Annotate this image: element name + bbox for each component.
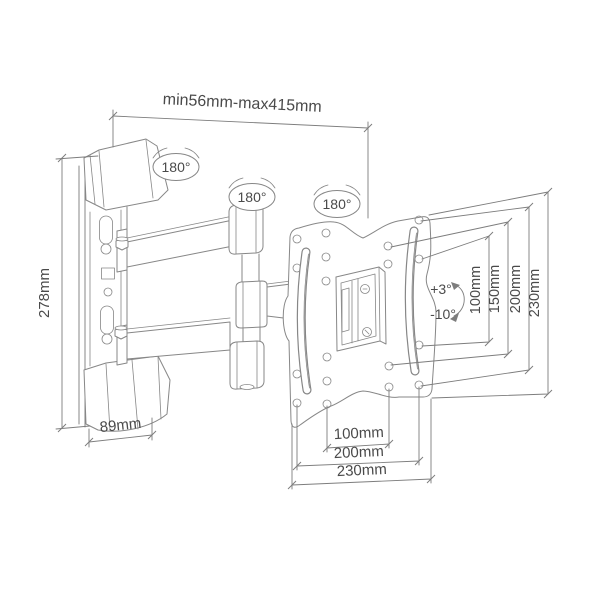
dimension-wall-plate-width: 89mm bbox=[84, 415, 157, 448]
arm-elbow-block bbox=[235, 280, 268, 329]
dimension-vesa-horizontal: 100mm 200mm 230mm bbox=[287, 386, 436, 490]
rotation-label-2: 180° bbox=[238, 189, 267, 205]
dimension-vesa-vertical: 100mm 150mm 200mm 230mm bbox=[390, 187, 553, 399]
vesa-vertical-200-label: 200mm bbox=[508, 265, 524, 313]
wall-plate-top-cover bbox=[83, 138, 169, 211]
tilt-up-label: +3° bbox=[430, 281, 452, 297]
vesa-vertical-100-label: 100mm bbox=[468, 266, 484, 314]
extension-range-label: min56mm-max415mm bbox=[162, 91, 322, 116]
wall-plate-keyholes bbox=[99, 215, 115, 345]
vesa-vertical-230-label: 230mm bbox=[527, 269, 543, 317]
wall-plate-height-label: 278mm bbox=[36, 268, 53, 318]
dimension-wall-plate-height: 278mm bbox=[36, 153, 99, 433]
dim-vertical-100mm: 100mm bbox=[421, 231, 494, 347]
wall-plate-width-label: 89mm bbox=[99, 415, 142, 436]
dim-horizontal-230mm: 230mm bbox=[287, 398, 436, 490]
tilt-down-label: -10° bbox=[430, 306, 456, 322]
lower-arm bbox=[126, 317, 231, 360]
dim-horizontal-100mm: 100mm bbox=[322, 388, 394, 453]
dim-vertical-150mm: 150mm bbox=[390, 217, 513, 366]
vesa-horizontal-230-label: 230mm bbox=[336, 461, 387, 480]
wall-plate-bottom-cover bbox=[83, 355, 171, 432]
vesa-horizontal-200-label: 200mm bbox=[333, 443, 384, 462]
dim-vertical-200mm: 200mm bbox=[420, 202, 534, 387]
rotation-badge-1: 180° bbox=[152, 147, 200, 181]
tilt-bracket bbox=[335, 266, 387, 352]
wall-plate bbox=[78, 138, 171, 432]
rotation-badges: 180° 180° 180° bbox=[152, 147, 361, 218]
dim-horizontal-200mm: 200mm bbox=[292, 386, 424, 471]
vesa-vertical-150-label: 150mm bbox=[487, 265, 503, 313]
arm-joint-upper-block bbox=[228, 203, 264, 255]
dim-vertical-230mm: 230mm bbox=[428, 187, 553, 399]
tilt-annotation: +3° -10° bbox=[430, 281, 465, 322]
arm-joint-lower-block bbox=[229, 340, 265, 390]
vesa-horizontal-100-label: 100mm bbox=[333, 424, 384, 443]
rotation-label-3: 180° bbox=[323, 196, 352, 212]
rotation-badge-2: 180° bbox=[228, 177, 276, 211]
vesa-plate bbox=[282, 215, 437, 428]
rotation-label-1: 180° bbox=[162, 159, 191, 175]
vesa-curved-slots bbox=[296, 226, 420, 395]
rotation-badge-3: 180° bbox=[313, 184, 361, 218]
upper-arm bbox=[126, 215, 234, 268]
arm-pivot-bolts bbox=[114, 236, 129, 340]
